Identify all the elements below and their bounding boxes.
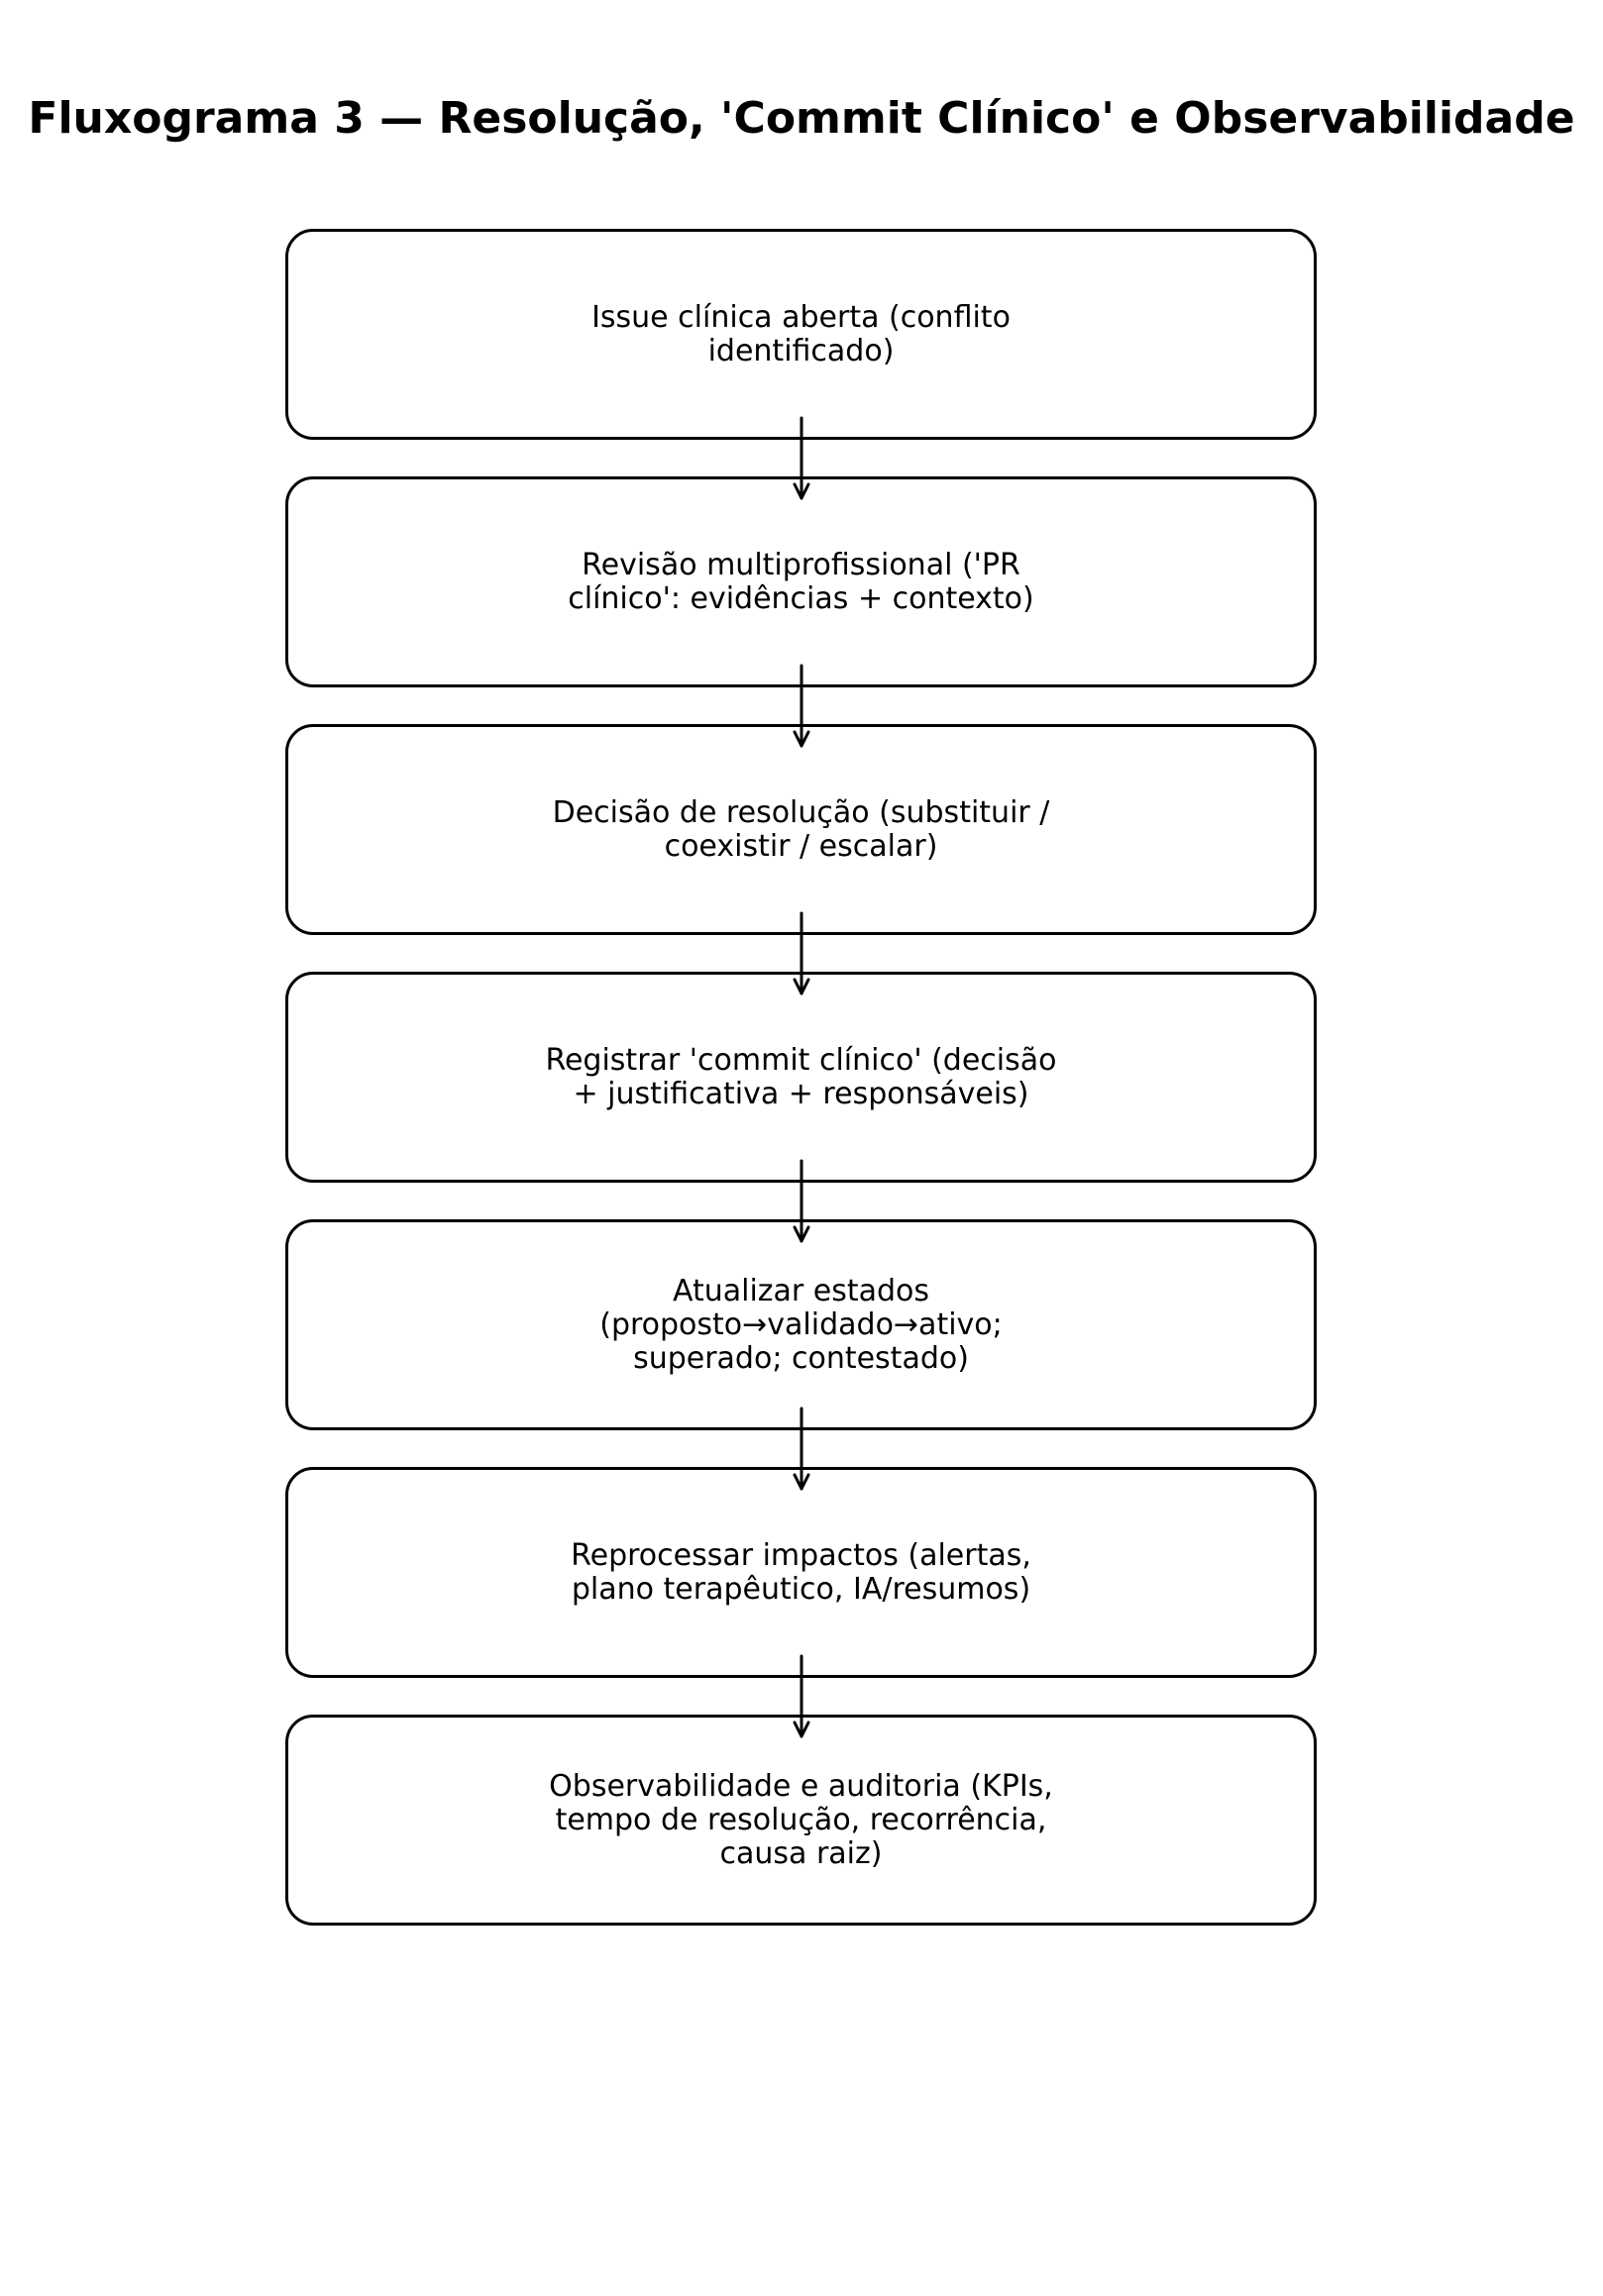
flow-node-decisao: Decisão de resolução (substituir / coexi…	[285, 724, 1317, 935]
flow-node-commit: Registrar 'commit clínico' (decisão + ju…	[285, 972, 1317, 1183]
flow-node-label: Observabilidade e auditoria (KPIs, tempo…	[549, 1768, 1053, 1871]
flow-node-label: Decisão de resolução (substituir / coexi…	[552, 794, 1050, 864]
flow-node-observabilidade: Observabilidade e auditoria (KPIs, tempo…	[285, 1715, 1317, 1926]
flow-node-reprocessar: Reprocessar impactos (alertas, plano ter…	[285, 1467, 1317, 1678]
flow-node-atualizar-estados: Atualizar estados (proposto→validado→ati…	[285, 1219, 1317, 1430]
flow-node-label: Atualizar estados (proposto→validado→ati…	[599, 1273, 1003, 1376]
flow-node-label: Reprocessar impactos (alertas, plano ter…	[571, 1537, 1031, 1607]
flow-node-issue-aberta: Issue clínica aberta (conflito identific…	[285, 229, 1317, 440]
flow-node-label: Issue clínica aberta (conflito identific…	[591, 299, 1011, 368]
diagram-title: Fluxograma 3 — Resolução, 'Commit Clínic…	[28, 93, 1575, 144]
flow-node-revisao: Revisão multiprofissional ('PR clínico':…	[285, 476, 1317, 687]
flow-node-label: Registrar 'commit clínico' (decisão + ju…	[545, 1042, 1057, 1111]
flow-node-label: Revisão multiprofissional ('PR clínico':…	[568, 547, 1034, 616]
